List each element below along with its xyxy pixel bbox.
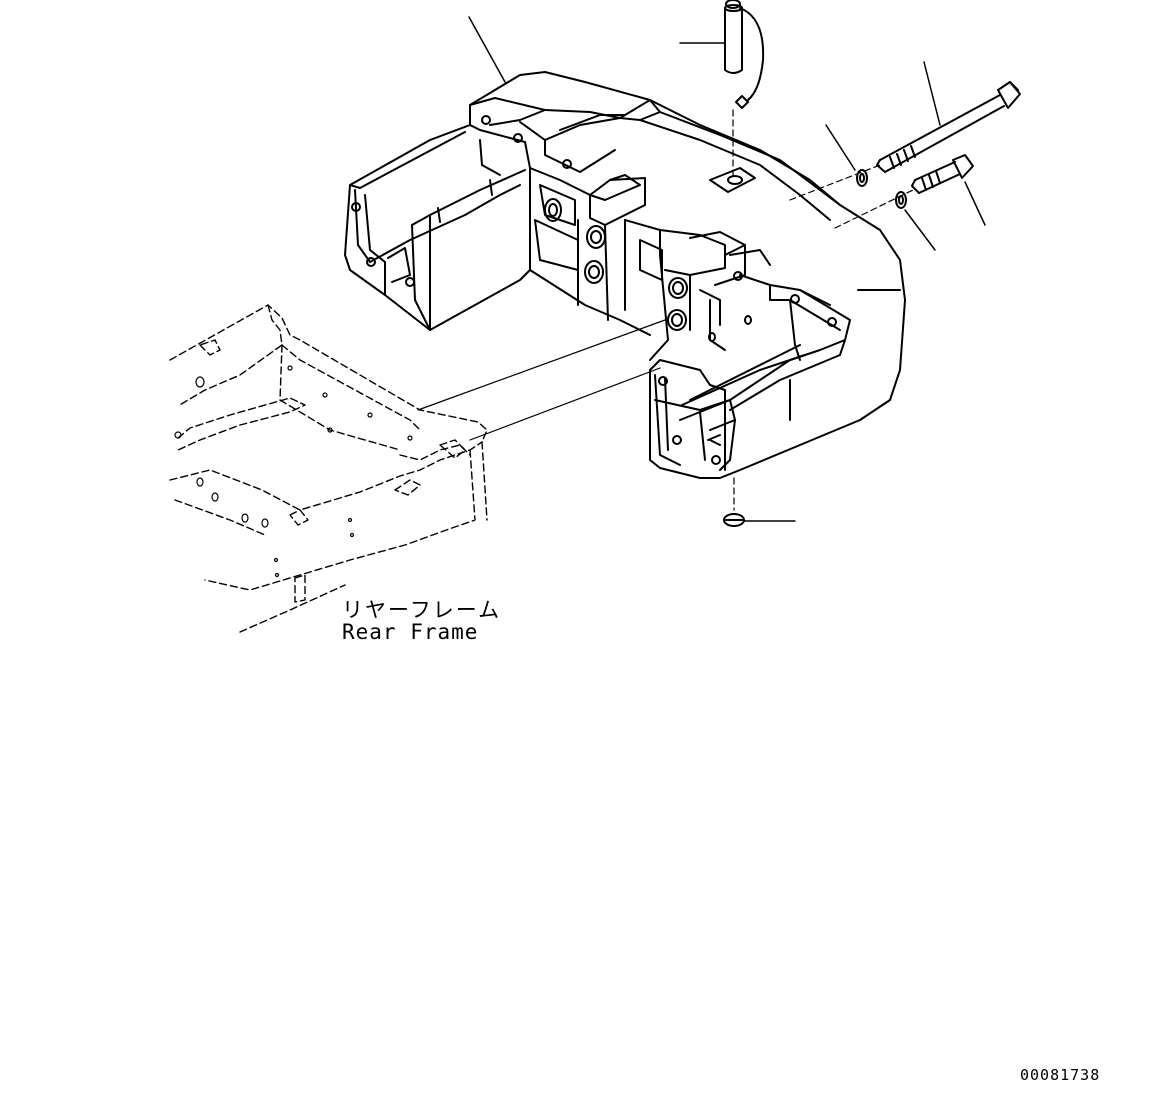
assembly-lines: [417, 164, 914, 441]
counterweight: [344, 71, 906, 479]
drain-plug: [723, 513, 745, 527]
washers: [856, 169, 907, 209]
short-bolt: [911, 154, 974, 194]
rear-frame-holes: [174, 365, 413, 578]
rear-frame-label-jp: リヤーフレーム: [342, 598, 502, 622]
rear-frame-label-en: Rear Frame: [342, 620, 479, 644]
drawing-number: 00081738: [1020, 1066, 1101, 1084]
counterweight-holes: [351, 115, 837, 465]
lock-pin: [724, 0, 765, 109]
long-bolt: [876, 81, 1021, 173]
rear-frame: [169, 304, 488, 633]
lifting-lug-plate: [709, 167, 756, 193]
leader-lines: [468, 16, 986, 522]
